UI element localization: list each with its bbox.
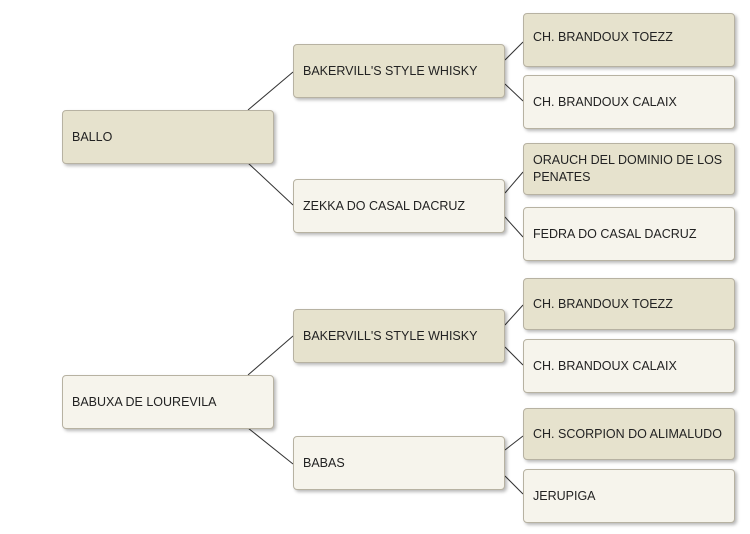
branch-node-label: ZEKKA DO CASAL DACRUZ: [303, 198, 466, 213]
root-node-label: BABUXA DE LOUREVILA: [72, 394, 217, 409]
root-node: BALLO: [62, 110, 274, 164]
leaf-node: CH. BRANDOUX TOEZZ: [523, 13, 735, 67]
leaf-node-label: CH. BRANDOUX CALAIX: [533, 94, 677, 109]
leaf-node: FEDRA DO CASAL DACRUZ: [523, 207, 735, 261]
connector-line: [504, 346, 524, 366]
branch-node-label: BABAS: [303, 455, 345, 470]
leaf-node-label: CH. BRANDOUX CALAIX: [533, 358, 677, 373]
leaf-node-label: CH. SCORPION DO ALIMALUDO: [533, 426, 722, 441]
connector-line: [247, 71, 294, 111]
connector-line: [504, 475, 524, 495]
connector-line: [504, 41, 524, 61]
branch-node-label: BAKERVILL'S STYLE WHISKY: [303, 328, 478, 343]
leaf-node: CH. BRANDOUX CALAIX: [523, 339, 735, 393]
connector-line: [504, 304, 524, 326]
root-node: BABUXA DE LOUREVILA: [62, 375, 274, 429]
leaf-node: CH. BRANDOUX TOEZZ: [523, 278, 735, 330]
leaf-node-label: JERUPIGA: [533, 488, 596, 503]
connector-line: [504, 435, 524, 451]
connector-line: [247, 427, 294, 465]
leaf-node: JERUPIGA: [523, 469, 735, 523]
leaf-node: CH. BRANDOUX CALAIX: [523, 75, 735, 129]
branch-node: BABAS: [293, 436, 505, 490]
branch-node-label: BAKERVILL'S STYLE WHISKY: [303, 63, 478, 78]
leaf-node-label: CH. BRANDOUX TOEZZ: [533, 30, 673, 44]
branch-node: ZEKKA DO CASAL DACRUZ: [293, 179, 505, 233]
branch-node: BAKERVILL'S STYLE WHISKY: [293, 309, 505, 363]
connector-line: [247, 162, 294, 206]
leaf-node: ORAUCH DEL DOMINIO DE LOS PENATES: [523, 143, 735, 195]
leaf-node-label: ORAUCH DEL DOMINIO DE LOS PENATES: [533, 153, 723, 184]
connector-line: [504, 83, 524, 102]
leaf-node: CH. SCORPION DO ALIMALUDO: [523, 408, 735, 460]
root-node-label: BALLO: [72, 129, 113, 144]
connector-line: [504, 216, 524, 238]
leaf-node-label: FEDRA DO CASAL DACRUZ: [533, 226, 697, 241]
connector-line: [504, 171, 524, 194]
connector-line: [247, 335, 294, 376]
leaf-node-label: CH. BRANDOUX TOEZZ: [533, 296, 673, 311]
branch-node: BAKERVILL'S STYLE WHISKY: [293, 44, 505, 98]
